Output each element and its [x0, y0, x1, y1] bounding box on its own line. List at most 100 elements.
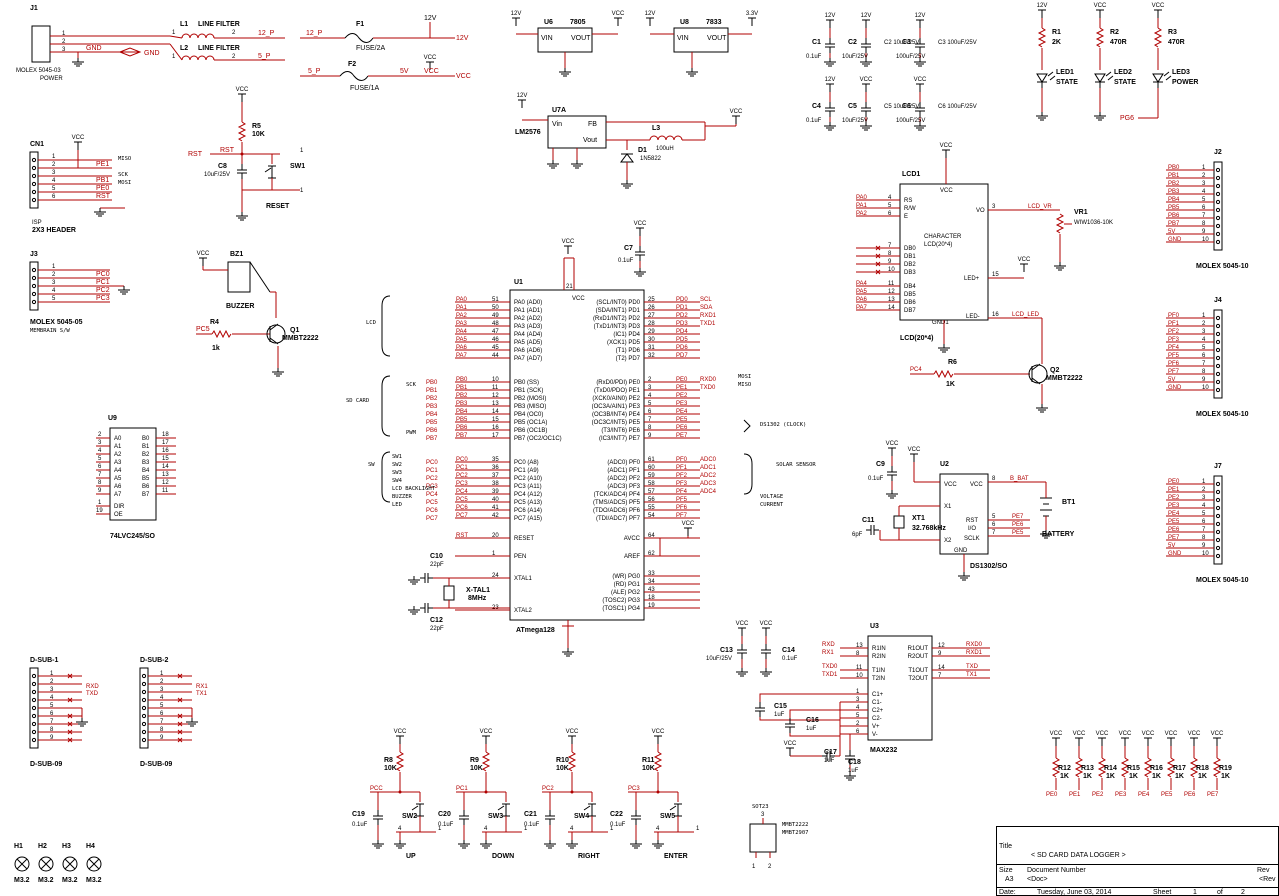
xtal-body — [443, 585, 455, 601]
pb-bus-net: PB2 — [426, 396, 438, 402]
button-resistor — [567, 751, 577, 772]
ground-symbol — [72, 58, 84, 67]
connector-pin — [31, 181, 37, 187]
button-cap — [373, 810, 383, 825]
led-res-value: 470R — [1168, 39, 1185, 46]
u1-left-name: RESET — [514, 536, 534, 542]
u3-in-pin: R1IN — [872, 646, 886, 652]
r5-resistor — [237, 121, 247, 142]
pullup-resistor — [1212, 757, 1222, 778]
u1-right-pin: 28 — [648, 321, 655, 327]
u3-in-pin: V- — [872, 732, 878, 738]
u1-left-name: PA4 (AD4) — [514, 332, 542, 338]
cap-C6 — [915, 102, 925, 117]
pb-bus-net: PB0 — [426, 380, 438, 386]
title-block: Title < SD CARD DATA LOGGER > Size A3 Do… — [996, 826, 1279, 896]
u1-left-name: PC6 (A14) — [514, 508, 542, 514]
dsub-pin: 1 — [160, 671, 164, 677]
u2-net: PE7 — [1012, 514, 1024, 520]
u1-vcc-name: VCC — [572, 296, 585, 302]
cap-value: 10uF/25V — [842, 118, 868, 124]
connector-pin — [1215, 315, 1221, 321]
u1-left-name: PB3 (MISO) — [514, 404, 546, 410]
u8-vin: VIN — [677, 35, 689, 42]
hole-cross — [64, 858, 76, 870]
u8-vout: VOUT — [707, 35, 727, 42]
dsub-pin: 5 — [50, 703, 54, 709]
lcd-net: PA5 — [856, 289, 868, 295]
connector-pin — [31, 299, 37, 305]
sot-pin: 1 — [752, 864, 756, 870]
power-rail-symbol — [1098, 737, 1106, 746]
u1-left-name: PA2 (AD2) — [514, 316, 542, 322]
sw1-pin: 1 — [300, 188, 304, 194]
u1-left-pin: 12 — [492, 393, 499, 399]
cn1-net: RST — [96, 193, 111, 200]
u1-right-pin: 3 — [648, 385, 652, 391]
u3-pin-num: 13 — [856, 643, 863, 649]
c10-cap — [420, 573, 433, 583]
u1-right-name: (IC3/INT7) PE7 — [599, 436, 641, 442]
button-cap — [631, 810, 641, 825]
connector-pin — [1215, 537, 1221, 543]
cn1-body — [29, 151, 39, 209]
connector-pin — [1215, 347, 1221, 353]
sot-title: SOT23 — [752, 804, 769, 810]
f1-in: 12_P — [306, 30, 323, 37]
j3-net: PC3 — [96, 295, 110, 302]
u9-b-pin: B6 — [142, 484, 150, 490]
reset-label: RESET — [266, 203, 290, 210]
dsub-pin: 7 — [160, 719, 164, 725]
lcd-pin-name: DB4 — [904, 284, 916, 290]
ground-symbol — [408, 606, 420, 615]
u1-left-net: PC4 — [456, 489, 468, 495]
power-rail-symbol — [482, 735, 490, 744]
lcd-pin-name: DB0 — [904, 246, 916, 252]
cap-ref: C6 — [902, 103, 911, 110]
ground-symbol — [272, 368, 284, 377]
hole-circle — [86, 856, 102, 872]
buzzer-body — [227, 261, 251, 293]
c16-ref: C16 — [806, 717, 819, 724]
button-pin: 1 — [438, 826, 442, 832]
button-label: DOWN — [492, 853, 514, 860]
u8-body — [673, 27, 729, 53]
l3-value: 100uH — [656, 146, 674, 152]
power-rail-label: VCC — [634, 221, 647, 227]
u1-right-name: (XCK0/AIN0) PE2 — [592, 396, 640, 402]
u7-ref: U7A — [552, 107, 566, 114]
dsub-net: RX1 — [196, 684, 208, 690]
power-rail-label: VCC — [1050, 731, 1063, 737]
pc-bus-net: PC0 — [426, 460, 438, 466]
power-rail-symbol — [512, 17, 520, 26]
u1-right-name: (TDO/ADC6) PF6 — [593, 508, 641, 514]
u2-pin: I/O — [968, 526, 976, 532]
u1-right-name: (TMS/ADC5) PF5 — [593, 500, 641, 506]
power-rail-label: VCC — [940, 143, 953, 149]
ground-symbol — [1040, 530, 1052, 539]
dsub-pin: 8 — [50, 727, 54, 733]
hole-ref: H2 — [38, 843, 47, 850]
sw1-ref: SW1 — [290, 163, 305, 170]
u9-a-pin: A3 — [114, 460, 122, 466]
header-net: PF0 — [1168, 313, 1180, 319]
power-rail-label: VCC — [566, 729, 579, 735]
q1-ref: Q1 — [290, 327, 299, 334]
power-rail-symbol — [654, 735, 662, 744]
vr1-ref: VR1 — [1074, 209, 1088, 216]
buzzer-value: BUZZER — [226, 303, 254, 310]
ground-symbol — [914, 122, 926, 131]
dsub-net: RXD — [86, 684, 99, 690]
r5-value: 10K — [252, 131, 265, 138]
lcd-pin-num: 12 — [888, 289, 895, 295]
dsub-body — [29, 667, 39, 749]
note-sd: SD CARD — [346, 398, 369, 404]
u1-left-name: PC1 (A9) — [514, 468, 539, 474]
cap-C3 — [915, 38, 925, 53]
dsub-net: TXD — [86, 691, 99, 697]
cn1-value: 2X3 HEADER — [32, 227, 76, 234]
note-sw-list: LCD BACKLIGHT — [392, 486, 436, 492]
u3-in-pin: C1- — [872, 700, 882, 706]
pullup-ref: R12 — [1058, 765, 1071, 772]
power-rail-label: 12V — [915, 13, 926, 19]
